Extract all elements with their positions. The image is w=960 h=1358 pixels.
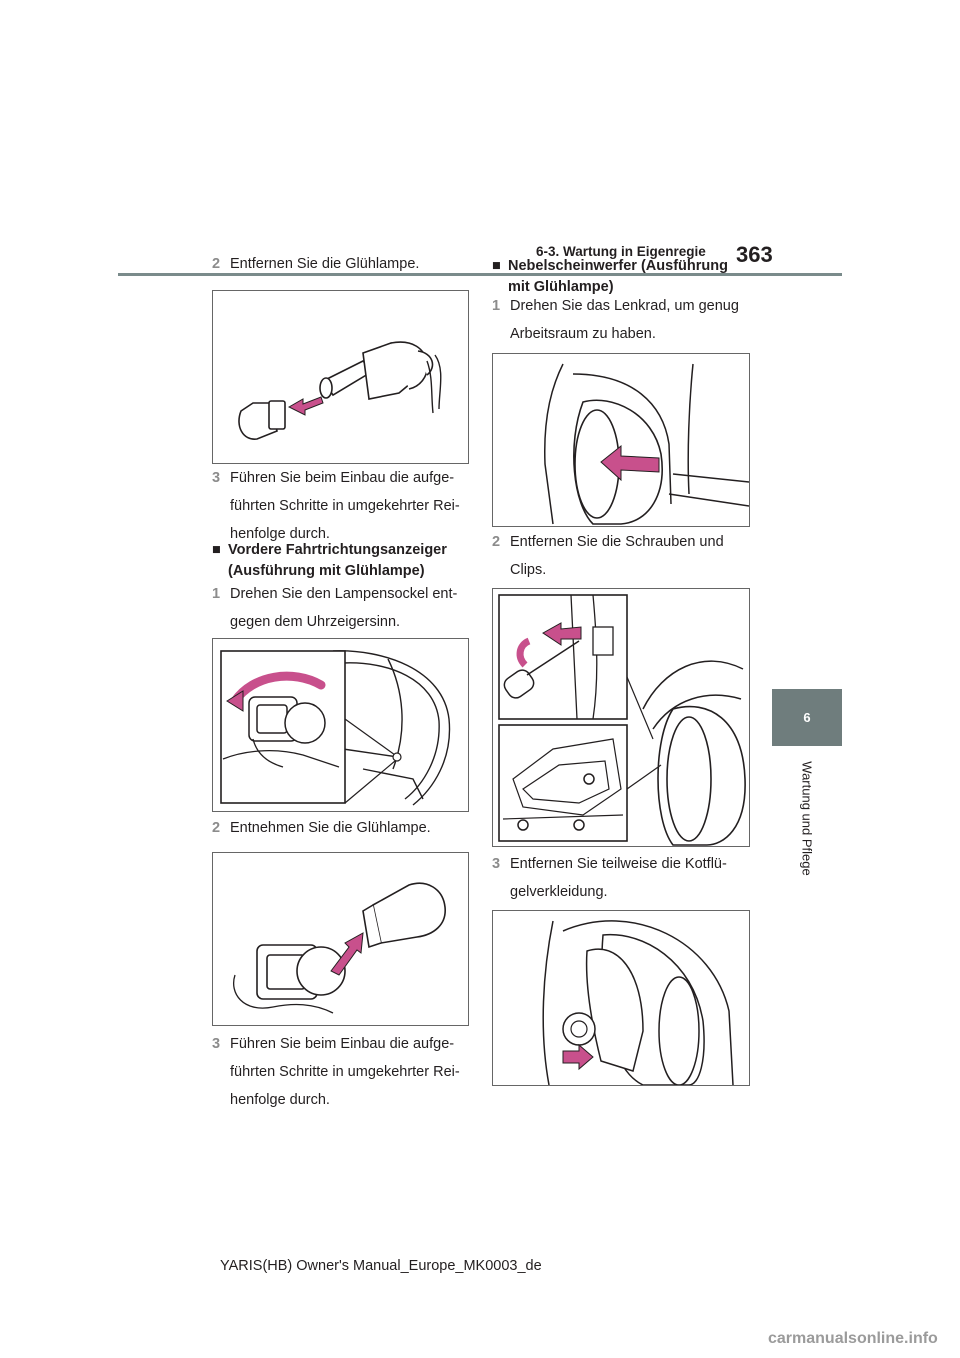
step-take-out-bulb: 2 Entnehmen Sie die Glühlampe. <box>212 814 472 842</box>
figure-bulb-takeout <box>212 852 469 1026</box>
section-fog-light: ■ Nebelscheinwerfer (Ausführung mit Glüh… <box>492 256 752 298</box>
section-marker: ■ <box>212 542 221 558</box>
page-number: 363 <box>736 242 773 267</box>
figure-socket-rotation <box>212 638 469 812</box>
step-text: Drehen Sie das Lenkrad, um genug Arbeits… <box>510 298 739 342</box>
header-rule <box>118 273 842 276</box>
chapter-label: Wartung und Pflege <box>799 760 815 876</box>
footer-manual-id: YARIS(HB) Owner's Manual_Europe_MK0003_d… <box>220 1258 542 1274</box>
step-remove-liner: 3 Entfernen Sie teilweise die Kotflü-gel… <box>492 850 754 906</box>
step-text: Entfernen Sie die Glühlampe. <box>230 256 420 272</box>
section-title: 6-3. Wartung in Eigenregie <box>536 244 706 259</box>
step-text: Führen Sie beim Einbau die aufge-führten… <box>230 1036 460 1108</box>
section-front-turn-signal: ■ Vordere Fahrtrichtungsanzeiger (Ausfüh… <box>212 540 472 582</box>
step-number: 2 <box>492 534 501 550</box>
figure-fender-liner <box>492 910 750 1086</box>
figure-steering-turn <box>492 353 750 527</box>
step-number: 3 <box>492 856 501 872</box>
step-number: 2 <box>212 256 221 272</box>
step-remove-screws: 2 Entfernen Sie die Schrauben und Clips. <box>492 528 754 584</box>
step-text: Entfernen Sie teilweise die Kotflü-gelve… <box>510 856 727 900</box>
watermark: carmanualsonline.info <box>768 1330 938 1347</box>
step-install-reverse-2: 3 Führen Sie beim Einbau die aufge-führt… <box>212 1030 472 1114</box>
step-text: Drehen Sie den Lampensockel ent-gegen de… <box>230 586 458 630</box>
step-number: 1 <box>212 586 221 602</box>
step-text: Entnehmen Sie die Glühlampe. <box>230 820 431 836</box>
step-text: Führen Sie beim Einbau die aufge-führten… <box>230 470 460 542</box>
step-turn-steering: 1 Drehen Sie das Lenkrad, um genug Arbei… <box>492 292 754 348</box>
chapter-side-label: Wartung und Pflege <box>772 754 842 882</box>
figure-bulb-removal <box>212 290 469 464</box>
step-number: 1 <box>492 298 501 314</box>
step-number: 3 <box>212 1036 221 1052</box>
figure-screws-clips <box>492 588 750 847</box>
step-remove-bulb: 2 Entfernen Sie die Glühlampe. <box>212 250 472 278</box>
chapter-tab: 6 <box>772 689 842 746</box>
chapter-number: 6 <box>803 710 811 725</box>
step-text: Entfernen Sie die Schrauben und Clips. <box>510 534 724 578</box>
section-title-fog: Nebelscheinwerfer (Ausführung mit Glühla… <box>508 258 728 295</box>
step-turn-socket: 1 Drehen Sie den Lampensockel ent-gegen … <box>212 580 472 636</box>
step-number: 2 <box>212 820 221 836</box>
section-title-front: Vordere Fahrtrichtungsanzeiger (Ausführu… <box>228 542 447 579</box>
step-number: 3 <box>212 470 221 486</box>
step-install-reverse-1: 3 Führen Sie beim Einbau die aufge-führt… <box>212 464 472 548</box>
section-marker: ■ <box>492 258 501 274</box>
